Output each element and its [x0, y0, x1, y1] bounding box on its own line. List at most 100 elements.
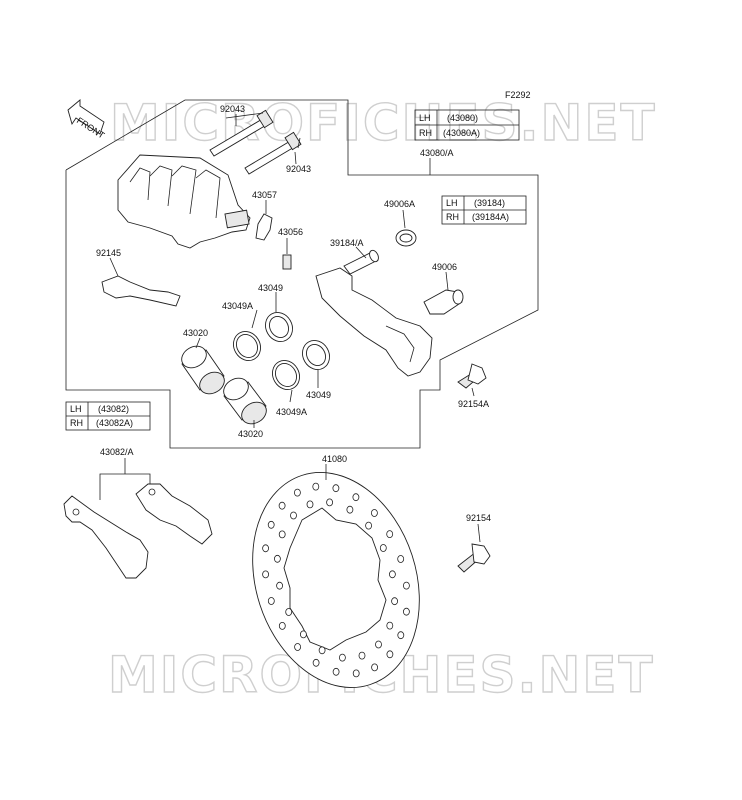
brake-pad-43082-right [135, 483, 213, 545]
label-92154A: 92154A [458, 399, 489, 409]
seal-43049A-lower [272, 360, 300, 390]
label-43049-upper: 43049 [258, 283, 283, 293]
table-43080-lh-part: (43080) [447, 113, 478, 123]
label-39184A: 39184/A [330, 238, 364, 248]
disc-vent-hole [365, 521, 373, 530]
label-43080A: 43080/A [420, 148, 454, 158]
seal-43049-lower [302, 340, 330, 370]
disc-vent-hole [267, 597, 275, 605]
table-43082-lh-part: (43082) [98, 404, 129, 414]
table-39184-lh-part: (39184) [474, 198, 505, 208]
disc-vent-hole [358, 651, 366, 660]
boot-49006 [423, 271, 464, 315]
disc-vent-hole [386, 621, 394, 630]
caliper-body [117, 154, 251, 249]
table-39184: LH (39184) RH (39184A) [441, 195, 527, 225]
label-92043-right: 92043 [286, 164, 311, 174]
table-39184-rh-part: (39184A) [472, 212, 509, 222]
label-43057: 43057 [252, 190, 277, 200]
pad-spring-92145 [101, 257, 181, 307]
disc-vent-hole [388, 570, 396, 579]
watermark-top: MICROFICHES.NET [110, 94, 657, 152]
disc-vent-hole [391, 597, 399, 606]
disc-vent-hole [375, 640, 382, 649]
disc-vent-hole [262, 570, 270, 579]
piston-43020-lower [223, 377, 267, 425]
disc-vent-hole [397, 631, 405, 640]
table-43082-rh: RH [70, 418, 83, 428]
disc-holes [262, 482, 410, 678]
disc-vent-hole [386, 530, 394, 538]
front-arrow-icon: FRONT [67, 99, 107, 141]
disc-vent-hole [290, 511, 297, 520]
seal-43049-upper [265, 312, 293, 342]
disc-vent-hole [397, 555, 405, 563]
disc-vent-hole [278, 622, 286, 630]
brake-disc-41080 [252, 464, 420, 688]
piston-43020-upper [181, 345, 225, 395]
table-39184-lh: LH [446, 198, 458, 208]
disc-vent-hole [299, 630, 307, 639]
boot-49006A [395, 209, 417, 247]
bleeder-cap-43057 [255, 200, 273, 241]
table-43080-rh: RH [419, 128, 432, 138]
label-43049A-lower: 43049A [276, 407, 307, 417]
label-43056: 43056 [278, 227, 303, 237]
disc-vent-hole [293, 488, 301, 497]
slide-pin-39184 [343, 246, 379, 275]
disc-vent-hole [285, 608, 293, 616]
table-43082-rh-part: (43082A) [96, 418, 133, 428]
bolt-92154 [457, 523, 491, 573]
disc-vent-hole [262, 544, 270, 553]
label-43020-upper: 43020 [183, 328, 208, 338]
disc-vent-hole [294, 643, 302, 651]
disc-vent-hole [386, 650, 394, 659]
disc-vent-hole [371, 663, 379, 672]
table-43082: LH (43082) RH (43082A) [65, 401, 151, 431]
disc-vent-hole [379, 544, 387, 552]
label-92043-upper: 92043 [220, 104, 245, 114]
caliper-bracket-43080 [315, 267, 433, 377]
disc-vent-hole [338, 653, 346, 662]
label-43020-lower: 43020 [238, 429, 263, 439]
disc-vent-hole [332, 667, 340, 676]
disc-vent-hole [370, 509, 378, 517]
label-43082A: 43082/A [100, 447, 134, 457]
table-43080: LH (43080) RH (43080A) [414, 109, 520, 141]
disc-vent-hole [273, 554, 281, 563]
disc-vent-hole [352, 493, 360, 502]
figure-code: F2292 [505, 90, 531, 100]
disc-vent-hole [312, 482, 320, 491]
table-43080-rh-part: (43080A) [443, 128, 480, 138]
label-92154: 92154 [466, 513, 491, 523]
pin-92043-upper [209, 109, 274, 157]
disc-vent-hole [276, 581, 284, 590]
disc-vent-hole [402, 607, 410, 616]
disc-vent-hole [326, 498, 334, 507]
disc-vent-hole [278, 530, 286, 539]
label-92145: 92145 [96, 248, 121, 258]
leader-lines [195, 114, 431, 428]
table-39184-rh: RH [446, 212, 459, 222]
disc-vent-hole [352, 669, 360, 678]
brake-pad-43082-left [63, 495, 149, 579]
label-43049-lower: 43049 [306, 390, 331, 400]
bleeder-valve-43056 [282, 238, 292, 270]
table-43082-lh: LH [70, 404, 82, 414]
disc-vent-hole [346, 505, 354, 514]
seal-43049A-upper [233, 331, 261, 361]
label-49006: 49006 [432, 262, 457, 272]
pin-92043-lower [244, 131, 302, 175]
disc-vent-hole [306, 500, 314, 509]
bolt-92154A [457, 363, 487, 397]
disc-vent-hole [267, 520, 275, 529]
label-41080: 41080 [322, 454, 347, 464]
disc-vent-hole [318, 646, 326, 655]
disc-vent-hole [402, 581, 410, 590]
caliper-group-outline [65, 99, 539, 449]
disc-vent-hole [332, 484, 340, 493]
table-43080-lh: LH [419, 113, 431, 123]
disc-vent-hole [278, 501, 286, 510]
